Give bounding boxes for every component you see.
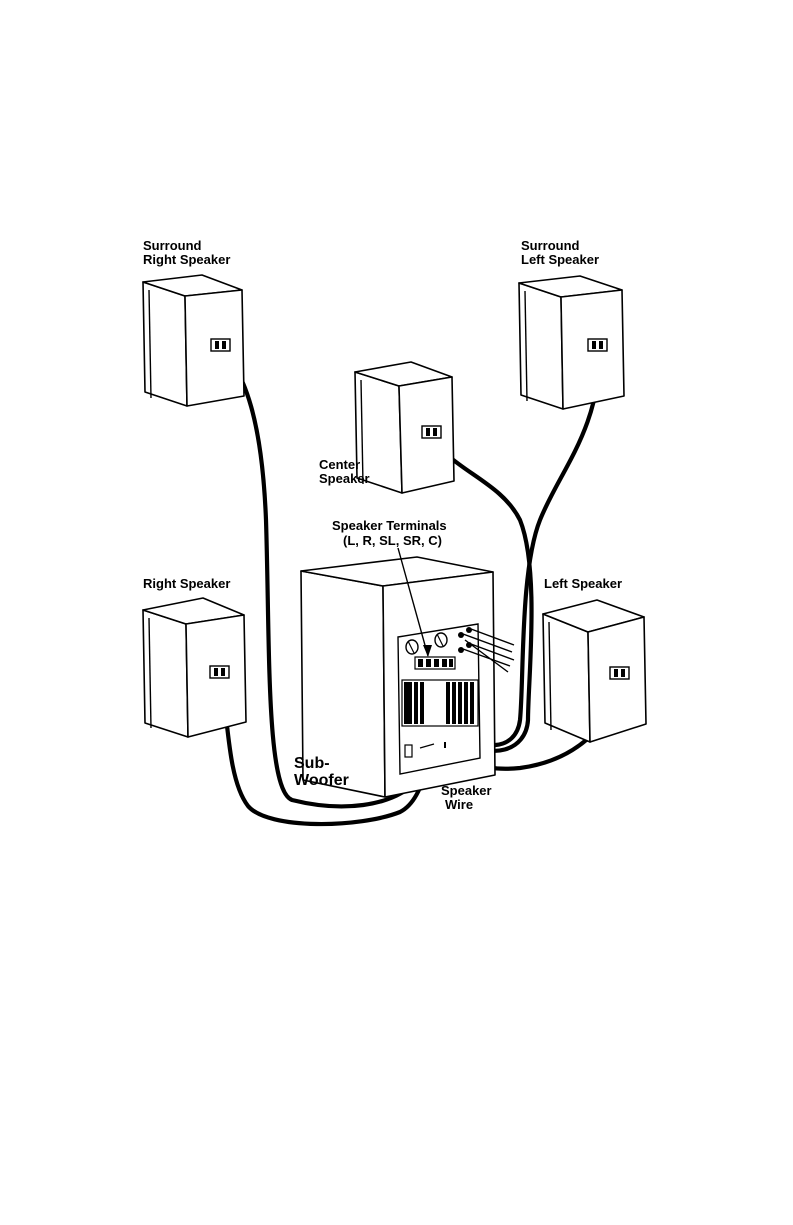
label-terminals-line2: (L, R, SL, SR, C) <box>343 533 442 548</box>
left-speaker <box>543 600 646 742</box>
label-subwoofer-line2: Woofer <box>294 772 349 789</box>
label-center-line2: Speaker <box>319 471 370 486</box>
terminal-strip <box>415 657 455 669</box>
subwoofer <box>301 557 514 797</box>
speaker-terminal-icon <box>588 339 607 351</box>
label-surround-left-line1: Surround <box>521 238 580 253</box>
label-terminals-line1: Speaker Terminals <box>332 518 447 533</box>
label-left-speaker: Left Speaker <box>544 576 622 591</box>
surround-left-speaker <box>519 276 624 409</box>
label-wire-line1: Speaker <box>441 783 492 798</box>
label-surround-right-line1: Surround <box>143 238 202 253</box>
speaker-terminal-icon <box>211 339 230 351</box>
speaker-terminal-icon <box>422 426 441 438</box>
right-speaker <box>143 598 246 737</box>
surround-right-speaker <box>143 275 244 406</box>
center-speaker <box>355 362 454 493</box>
speaker-terminal-icon <box>610 667 629 679</box>
heat-sink <box>402 680 478 726</box>
label-subwoofer-line1: Sub- <box>294 755 330 772</box>
label-surround-right-line2: Right Speaker <box>143 252 230 267</box>
speaker-terminal-icon <box>210 666 229 678</box>
label-center-line1: Center <box>319 457 360 472</box>
label-right-speaker: Right Speaker <box>143 576 230 591</box>
label-wire-line2: Wire <box>445 797 473 812</box>
label-surround-left-line2: Left Speaker <box>521 252 599 267</box>
